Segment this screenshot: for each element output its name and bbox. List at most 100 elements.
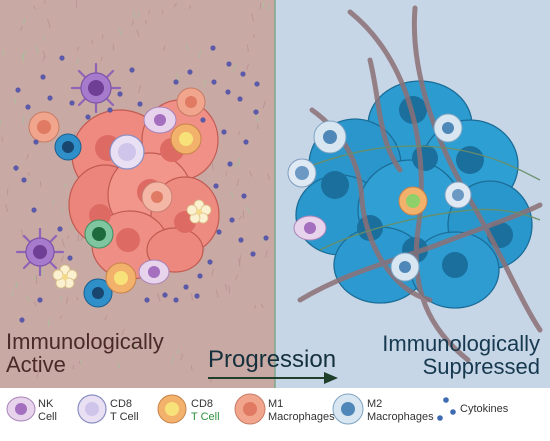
texture-stroke — [188, 4, 192, 10]
texture-stroke — [238, 258, 241, 267]
cytokine-dot — [253, 109, 259, 115]
legend-m1-line2: Macrophages — [268, 410, 335, 423]
activated-cell-flower-2 — [52, 264, 78, 289]
legend-cd8-line1: CD8 — [110, 398, 133, 410]
cytokine-dot — [57, 226, 63, 232]
cytokine-dot — [200, 117, 206, 123]
legend-m1-icon — [234, 393, 266, 425]
texture-stroke — [190, 365, 193, 371]
texture-stroke — [28, 181, 30, 185]
legend-m2-icon — [332, 393, 364, 425]
legend-cd8b-line2: T Cell — [191, 410, 220, 423]
texture-stroke — [180, 353, 184, 361]
suppressed-label-line2: Suppressed — [422, 354, 540, 380]
texture-stroke — [215, 289, 219, 298]
texture-stroke — [80, 360, 82, 365]
cd8-t-cell-orange-2 — [105, 262, 137, 294]
texture-stroke — [266, 173, 271, 181]
cytokine-dot — [69, 100, 75, 106]
m1-macrophage-center — [141, 181, 173, 213]
cytokine-dot — [238, 237, 244, 243]
texture-stroke — [35, 275, 38, 284]
texture-stroke — [36, 369, 40, 378]
texture-stroke — [33, 5, 36, 10]
texture-stroke — [235, 274, 239, 280]
texture-stroke — [211, 268, 214, 276]
cytokine-dot — [229, 217, 235, 223]
collagen-fibres — [297, 5, 543, 363]
nk-cell-small-top — [143, 106, 177, 134]
texture-stroke — [118, 28, 123, 36]
texture-stroke — [249, 170, 253, 177]
texture-stroke — [43, 0, 46, 4]
active-label-line2: Active — [6, 352, 66, 378]
texture-stroke — [1, 136, 3, 143]
legend-cytokines: Cytokines — [460, 403, 509, 415]
texture-stroke — [148, 9, 151, 15]
cytokine-dot — [263, 235, 269, 241]
texture-stroke — [76, 46, 80, 52]
texture-stroke — [60, 296, 63, 301]
texture-stroke — [211, 162, 214, 171]
m2-macrophage-2 — [433, 113, 463, 143]
cytokine-dot — [211, 79, 217, 85]
m1-macrophage-left — [28, 111, 60, 143]
nk-cell-top — [70, 62, 122, 114]
cytokine-dot — [47, 95, 53, 101]
texture-stroke — [225, 283, 228, 291]
cytokine-dot — [15, 87, 21, 93]
texture-stroke — [136, 29, 140, 37]
cd8-t-cell-blue-1 — [54, 133, 82, 161]
texture-stroke — [131, 19, 134, 26]
texture-stroke — [246, 44, 249, 52]
cytokine-dot — [227, 161, 233, 167]
cytokine-dot — [21, 177, 27, 183]
texture-stroke — [260, 352, 265, 360]
nk-cell-right — [293, 215, 327, 241]
texture-stroke — [35, 45, 39, 54]
cytokine-dot — [67, 255, 73, 261]
cytokine-dot — [144, 297, 150, 303]
legend-cd8-line2: T Cell — [110, 410, 139, 423]
texture-stroke — [236, 178, 240, 186]
cd8-t-cell-green — [84, 219, 114, 249]
texture-stroke — [253, 33, 256, 38]
texture-stroke — [156, 292, 161, 302]
cytokine-dot — [85, 114, 91, 120]
legend-cd8b-line1: CD8 — [191, 398, 214, 410]
cytokine-dot — [194, 293, 200, 299]
texture-stroke — [23, 18, 25, 26]
cytokine-dot — [243, 139, 249, 145]
legend-nk-line1: NK — [38, 398, 54, 410]
cd8-t-cell-right-orange — [398, 186, 428, 216]
suppressed-label-line1: Immunologically — [382, 331, 540, 356]
texture-stroke — [246, 206, 251, 215]
texture-stroke — [26, 153, 29, 160]
cd8-t-cell-right — [287, 158, 317, 188]
texture-stroke — [173, 2, 178, 8]
m2-macrophage-3 — [390, 252, 420, 282]
texture-stroke — [65, 296, 69, 304]
texture-stroke — [33, 301, 37, 307]
texture-stroke — [137, 84, 142, 94]
texture-stroke — [161, 10, 164, 15]
legend-m1: M1 Macrophages — [268, 398, 335, 423]
texture-stroke — [20, 25, 23, 31]
progression-label: Progression — [208, 346, 337, 373]
texture-stroke — [60, 255, 64, 262]
nk-cell-small-bottom — [138, 259, 170, 285]
texture-stroke — [163, 45, 166, 52]
suppressed-label: Immunologically Suppressed — [382, 332, 540, 378]
texture-stroke — [39, 181, 42, 188]
active-label-line1: Immunologically — [6, 329, 164, 354]
nk-cell-bottom-left — [15, 227, 65, 277]
texture-stroke — [176, 348, 180, 354]
legend-nk-line2: Cell — [38, 410, 57, 423]
cytokine-dot — [221, 129, 227, 135]
thin-fibres — [299, 145, 541, 251]
cytokine-dot — [197, 273, 203, 279]
cytokine-dot — [241, 193, 247, 199]
cytokine-dot — [37, 297, 43, 303]
texture-stroke — [261, 1, 265, 9]
